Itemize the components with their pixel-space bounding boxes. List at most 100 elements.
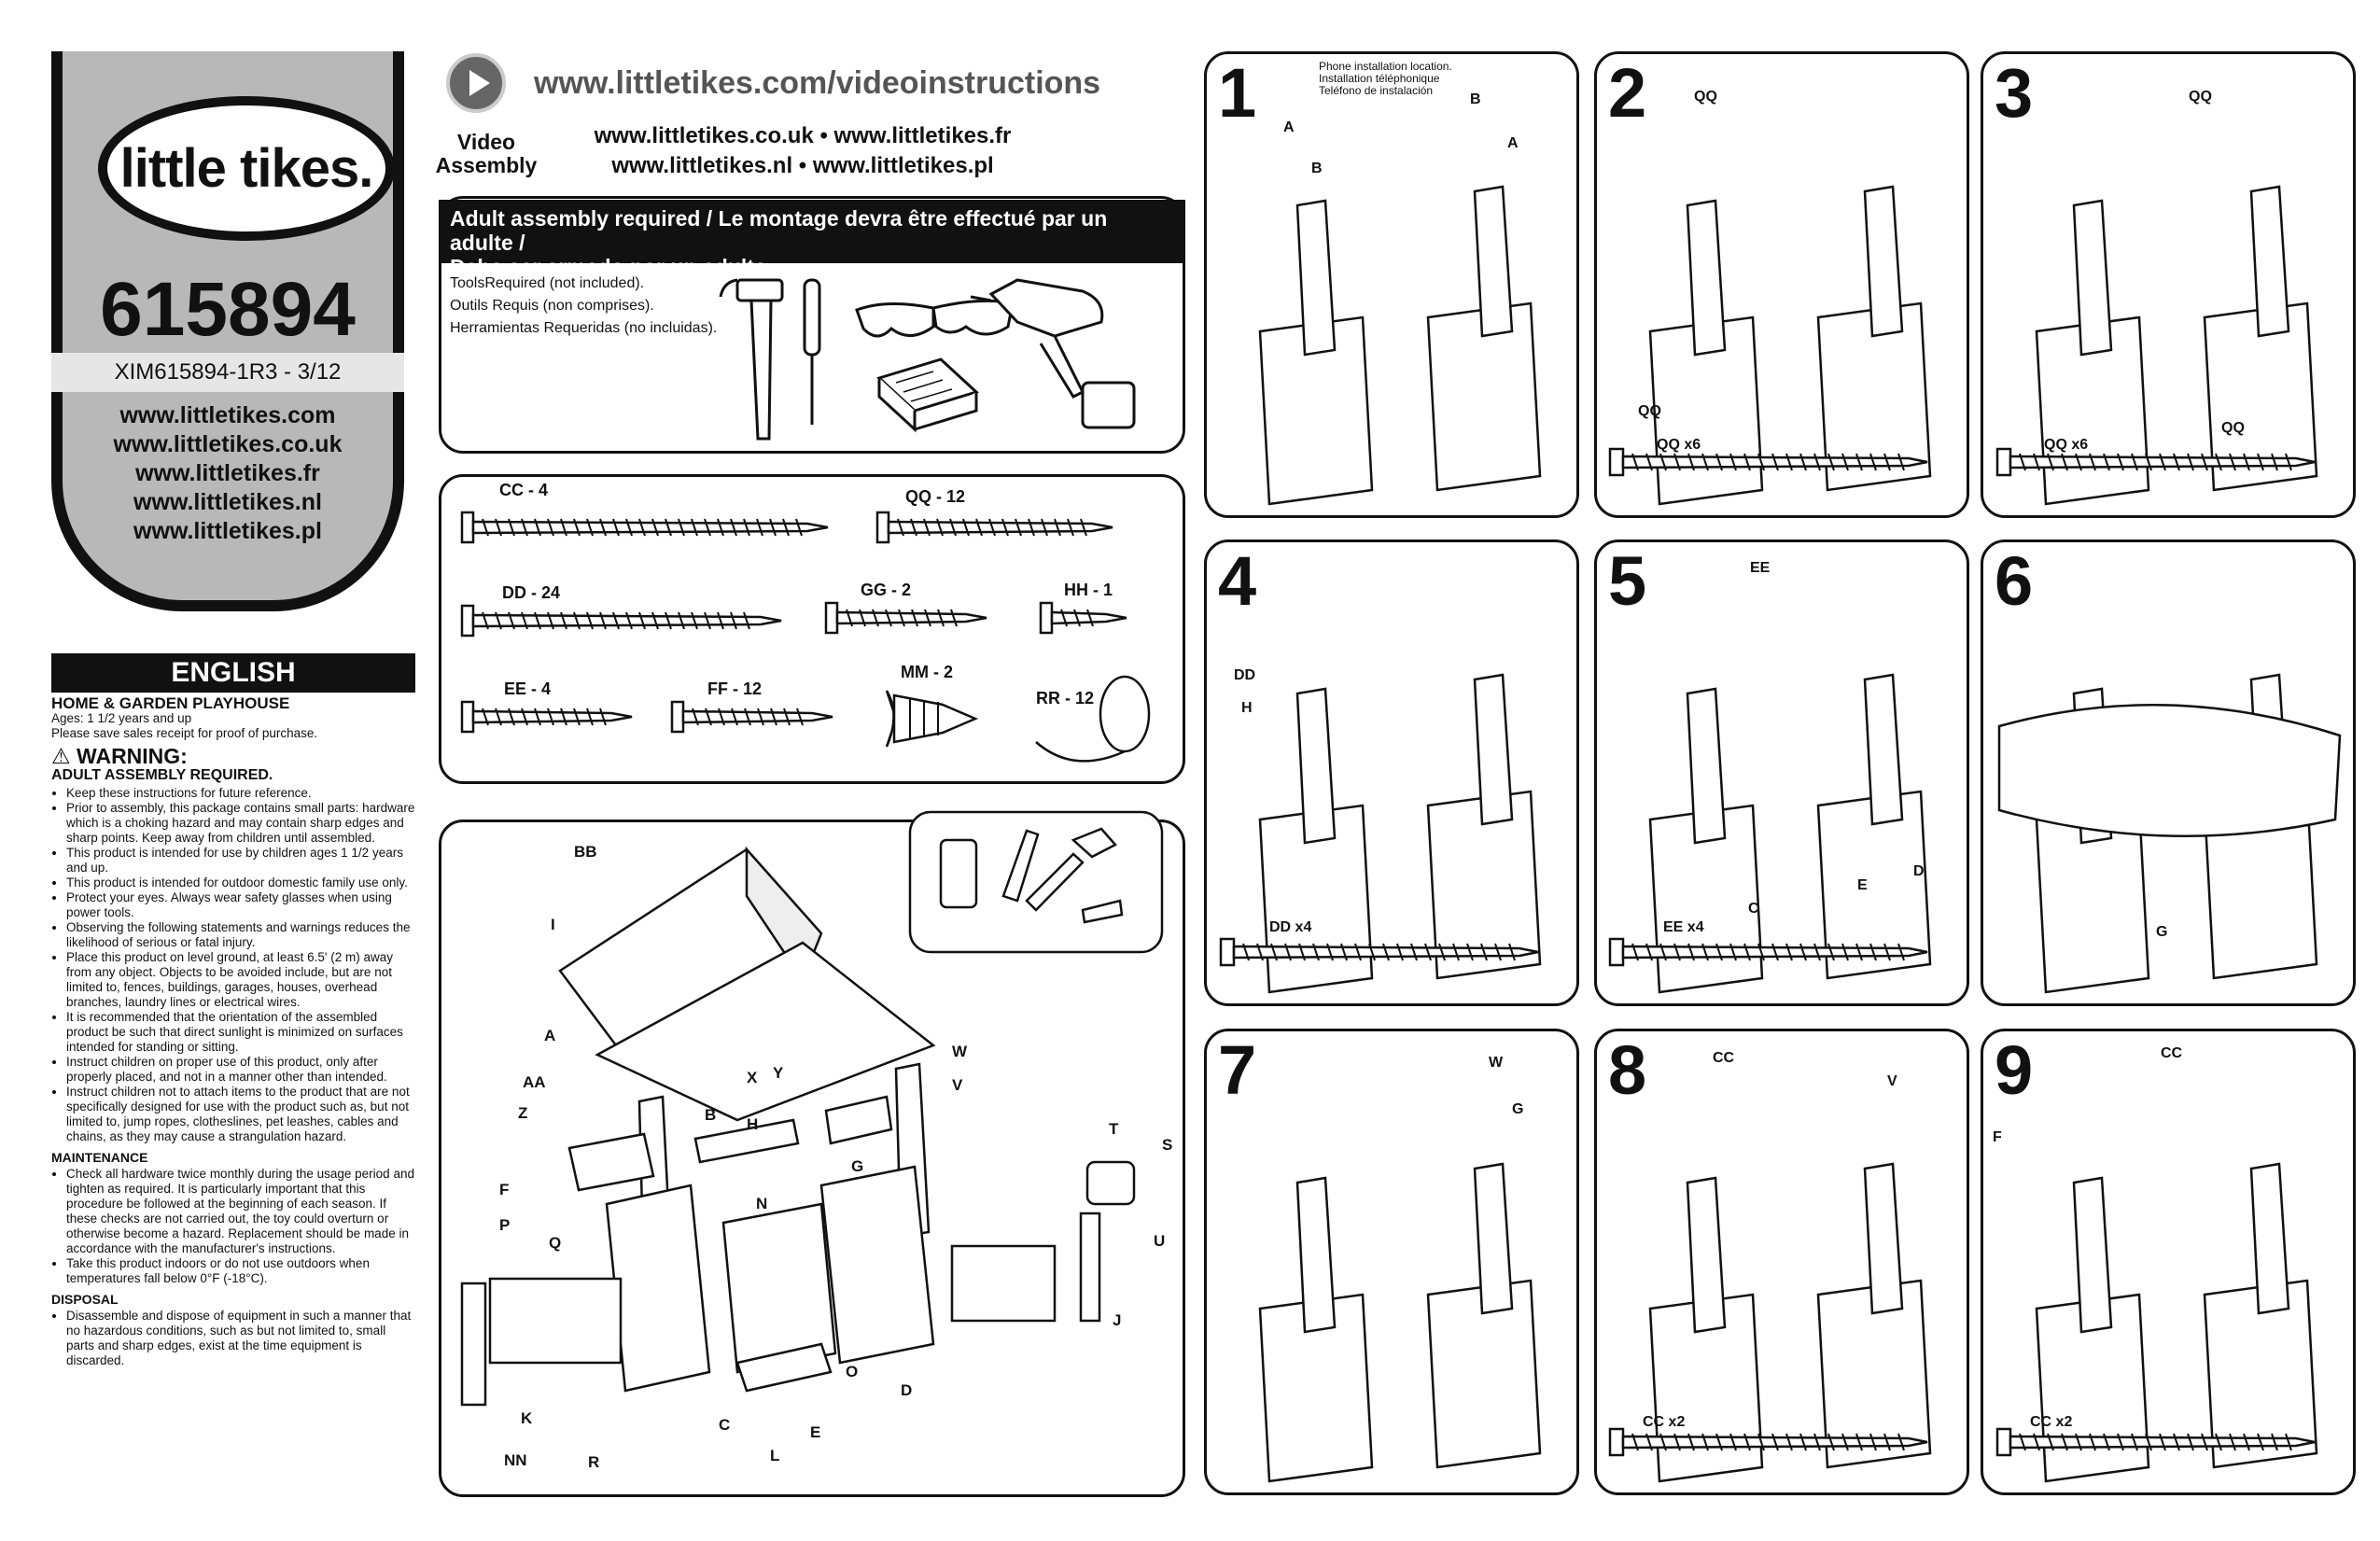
hardware-label-hh: HH - 1	[1064, 581, 1113, 599]
part-label: U	[1154, 1232, 1165, 1250]
english-instructions: HOME & GARDEN PLAYHOUSE Ages: 1 1/2 year…	[51, 695, 415, 1368]
hardware-label-ff: FF - 12	[707, 679, 763, 698]
screw-dd-icon	[460, 604, 782, 637]
part-label: W	[952, 1043, 968, 1060]
toy-wrench-icon	[1025, 852, 1085, 912]
list-item: Keep these instructions for future refer…	[66, 786, 415, 801]
screw-count-label: QQ x6	[2044, 437, 2089, 453]
post	[1863, 1162, 1904, 1315]
list-item: This product is intended for use by chil…	[66, 846, 415, 876]
little-tikes-logo: little tikes.	[98, 96, 395, 241]
part-label: CC	[1713, 1050, 1735, 1066]
post	[1473, 1162, 1514, 1315]
screw-head-icon	[1219, 937, 1236, 967]
list-item: Disassemble and dispose of equipment in …	[66, 1309, 415, 1368]
part-label: S	[1162, 1136, 1172, 1154]
part-label: F	[1993, 1129, 2002, 1145]
website-link[interactable]: www.littletikes.fr	[135, 460, 320, 486]
screw-thread-icon	[1631, 453, 1905, 471]
screw-head-icon	[1608, 1427, 1625, 1457]
screwdriver-icon	[803, 278, 821, 425]
panel-p-right	[950, 1244, 1057, 1323]
tools-required-text: ToolsRequired (not included). Outils Req…	[450, 273, 717, 340]
part-label: Y	[773, 1064, 784, 1082]
post	[2072, 1176, 2113, 1334]
part-label: K	[521, 1409, 533, 1427]
screw-hh-icon	[1039, 601, 1127, 635]
push-pin-mm-icon	[885, 690, 979, 748]
post	[2249, 1162, 2290, 1315]
part-label: G	[2156, 924, 2168, 940]
banner-line: Adult assembly required / Le montage dev…	[450, 206, 1108, 255]
maintenance-list: Check all hardware twice monthly during …	[51, 1167, 415, 1286]
part-label: L	[770, 1447, 779, 1464]
part-label: W	[1489, 1055, 1504, 1071]
part-label: H	[747, 1115, 758, 1133]
screw-thread-icon	[2019, 1433, 2292, 1451]
post	[1473, 185, 1514, 338]
tools-line: Outils Requis (non comprises).	[450, 298, 654, 314]
part-label: QQ	[1638, 403, 1661, 419]
part-label: D	[1913, 863, 1925, 879]
screw-qq-icon	[875, 511, 1113, 544]
website-link[interactable]: www.littletikes.pl	[133, 518, 322, 544]
toy-bolt-icon	[1081, 899, 1124, 924]
step-number: 4	[1218, 542, 1257, 620]
intl-url-line[interactable]: www.littletikes.nl • www.littletikes.pl	[611, 153, 994, 178]
intl-url-line[interactable]: www.littletikes.co.uk • www.littletikes.…	[594, 123, 1012, 148]
grill-g	[824, 1095, 893, 1145]
part-label: V	[1887, 1073, 1897, 1089]
website-link[interactable]: www.littletikes.com	[119, 402, 336, 428]
power-drill-icon	[970, 278, 1136, 429]
list-item: Take this product indoors or do not use …	[66, 1256, 415, 1286]
post	[2249, 185, 2290, 338]
logo-text: little tikes.	[119, 138, 374, 199]
screw-count-label: DD x4	[1269, 919, 1312, 935]
part-label: A	[1283, 119, 1295, 135]
website-link[interactable]: www.littletikes.co.uk	[113, 431, 343, 457]
age-text: Ages: 1 1/2 years and up	[51, 711, 192, 725]
part-label: B	[1470, 91, 1481, 107]
warning-label: WARNING:	[77, 744, 188, 768]
list-item: This product is intended for outdoor dom…	[66, 876, 415, 890]
cap-rr-icon	[1035, 675, 1151, 763]
part-label: N	[756, 1195, 767, 1212]
step-number: 3	[1995, 54, 2034, 132]
post	[1686, 687, 1727, 845]
note-line: Installation téléphonique	[1319, 72, 1440, 85]
part-label: X	[747, 1069, 758, 1086]
part-label: E	[810, 1423, 820, 1441]
part-label: CC	[2161, 1045, 2183, 1061]
hardware-label-dd: DD - 24	[502, 583, 561, 602]
screw-thread-icon	[1631, 1433, 1905, 1451]
part-label: B	[705, 1106, 716, 1124]
part-label: A	[544, 1027, 555, 1044]
safety-glasses-icon	[855, 289, 1037, 338]
stone-wall-right	[819, 1165, 935, 1365]
hardware-label-mm: MM - 2	[901, 663, 953, 681]
video-assembly-label: Video Assembly	[435, 131, 538, 177]
part-label: T	[1109, 1120, 1119, 1138]
phone-installation-note: Phone installation location.Installation…	[1319, 61, 1452, 97]
hardware-label-cc: CC - 4	[499, 481, 549, 499]
post-j	[1079, 1212, 1101, 1323]
video-url[interactable]: www.littletikes.com/videoinstructions	[534, 65, 1101, 101]
post	[1863, 185, 1904, 338]
disposal-heading: DISPOSAL	[51, 1292, 119, 1307]
receipt-text: Please save sales receipt for proof of p…	[51, 726, 318, 740]
note-line: Phone installation location.	[1319, 60, 1452, 73]
part-label: B	[1311, 161, 1323, 176]
post	[1686, 199, 1727, 357]
part-label: F	[499, 1181, 509, 1198]
hardware-label-rr: RR - 12	[1036, 689, 1095, 707]
part-label: A	[1507, 135, 1519, 151]
toy-hammer-icon	[1071, 827, 1117, 859]
door-panel	[721, 1202, 837, 1374]
screw-head-icon	[1608, 937, 1625, 967]
hammer-icon	[719, 278, 784, 441]
website-link[interactable]: www.littletikes.nl	[133, 489, 322, 515]
panel-p-left	[488, 1277, 623, 1365]
tools-line: Herramientas Requeridas (no incluidas).	[450, 320, 718, 336]
model-number: 615894	[100, 267, 356, 352]
